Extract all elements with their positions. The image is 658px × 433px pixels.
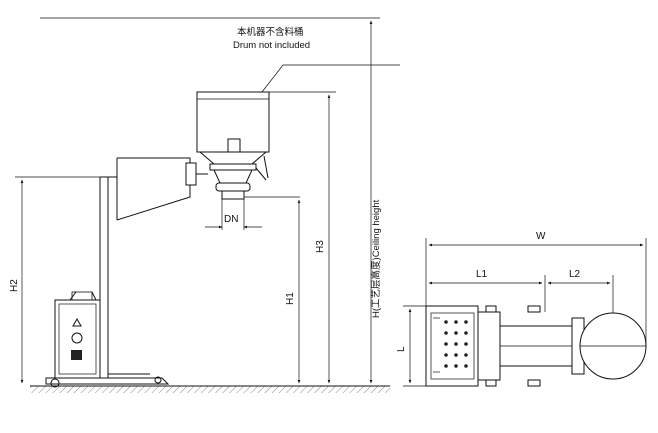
top-column: [477, 311, 585, 381]
side-view: 本机器不含料桶 Drum not included DN H2 H1 H3: [9, 17, 400, 393]
h3-label: H3: [315, 240, 326, 253]
panel-buttons: [444, 320, 468, 368]
h-label: H(工艺层高度)Ceiling height: [370, 199, 382, 318]
floor: [30, 385, 390, 393]
drum: [196, 91, 270, 165]
w-label: W: [536, 231, 546, 242]
mixing-head: [209, 155, 269, 200]
l-label: L: [396, 346, 407, 352]
drum-note-en: Drum not included: [233, 40, 310, 51]
dn-label: DN: [224, 214, 238, 225]
h1-dimension: H1: [244, 196, 301, 384]
w-dimension: W: [425, 231, 647, 346]
h1-label: H1: [285, 292, 296, 305]
control-cabinet: [54, 291, 101, 379]
top-view: W L1 L2 L: [396, 231, 647, 387]
drum-note-leader: [261, 64, 400, 93]
h2-dimension: H2: [9, 176, 100, 384]
h2-label: H2: [9, 279, 20, 292]
top-feet: [485, 305, 541, 387]
h-dimension: H(工艺层高度)Ceiling height: [369, 20, 382, 384]
l2-label: L2: [569, 269, 581, 280]
top-control-panel: [425, 305, 479, 387]
drum-note-cn: 本机器不含料桶: [237, 26, 304, 38]
lifting-arm: [116, 157, 208, 221]
h3-dimension: H3: [269, 91, 336, 384]
machine-base: [45, 373, 170, 388]
dn-dimension: DN: [205, 199, 262, 230]
l1-label: L1: [476, 269, 488, 280]
l-dimension: L: [396, 305, 426, 387]
top-drum: [579, 312, 647, 380]
l1-l2-dimension: L1 L2: [428, 269, 614, 313]
machine-column: [99, 158, 118, 380]
